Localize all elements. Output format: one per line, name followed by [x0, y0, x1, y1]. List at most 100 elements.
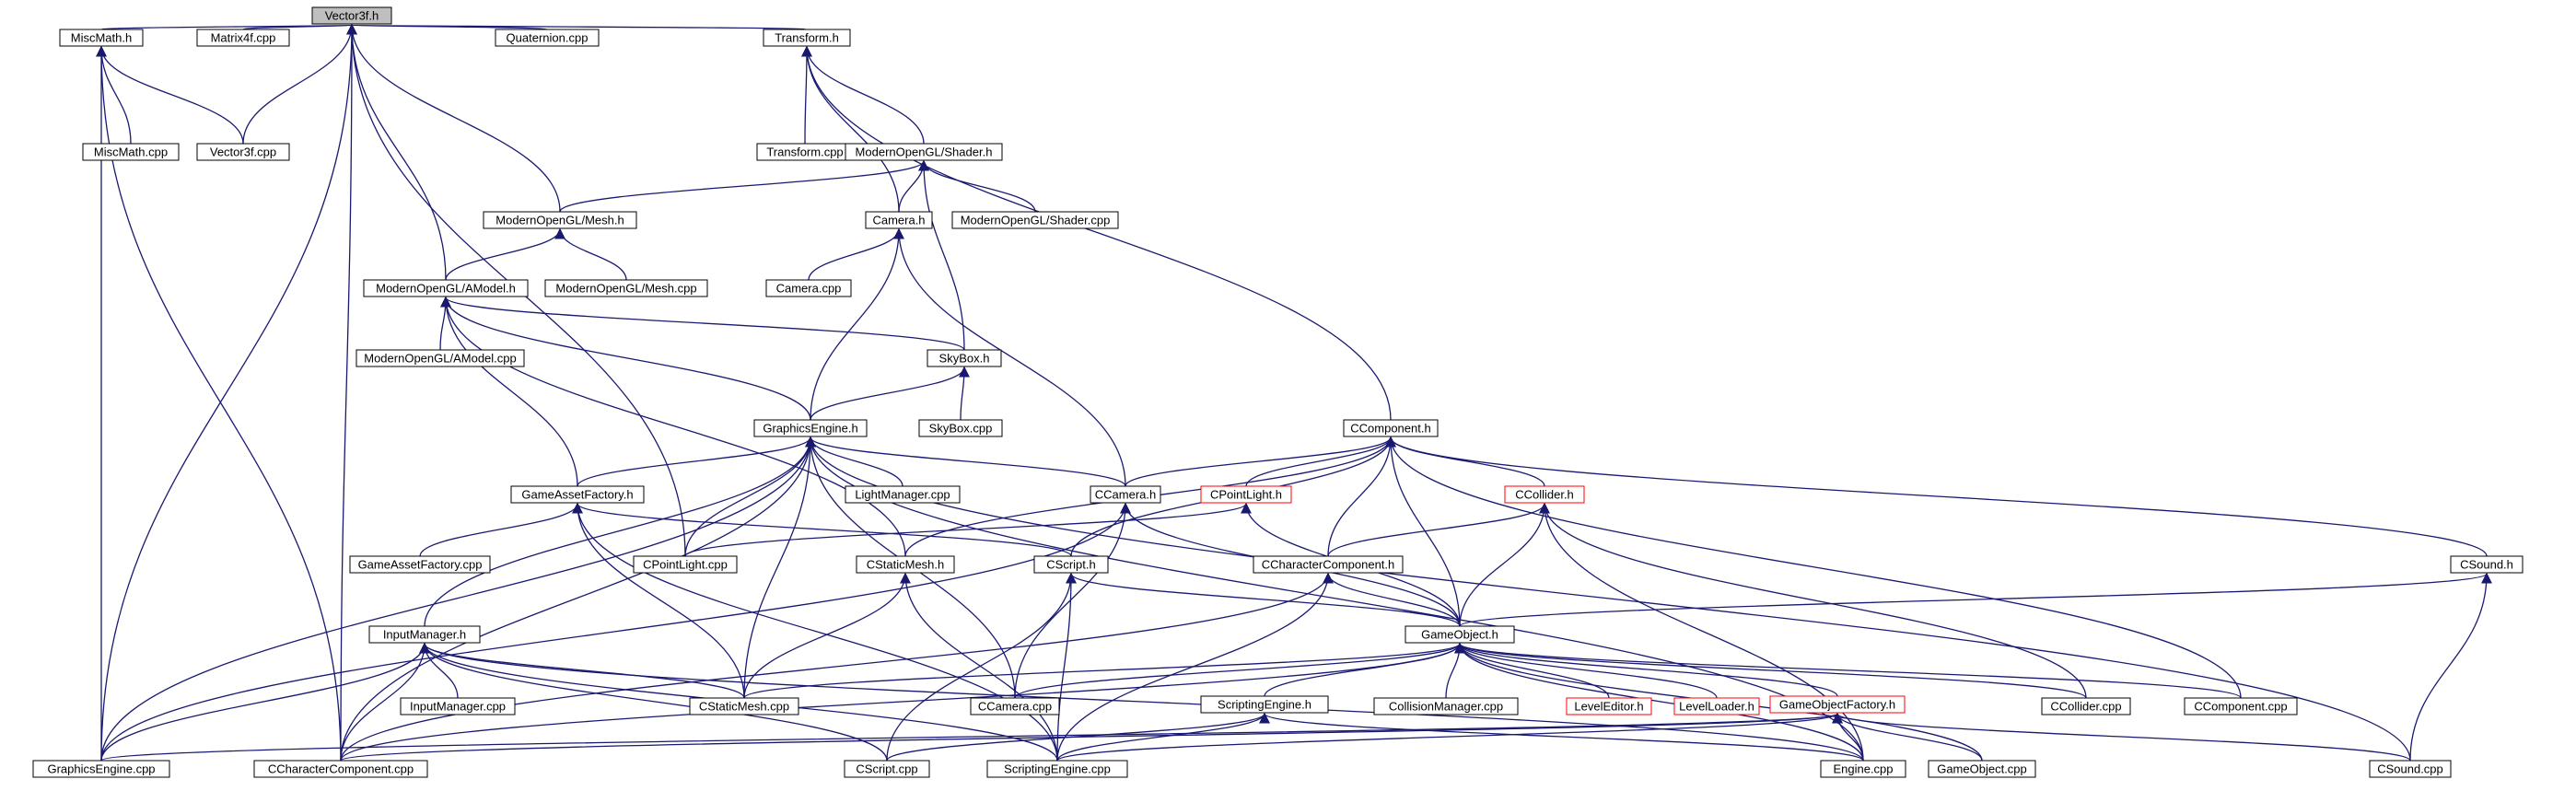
node-label: GraphicsEngine.h	[763, 422, 857, 436]
edge-cstaticmesh-cpp-to-graphicsengine-h	[743, 436, 816, 699]
node-camera-cpp[interactable]: Camera.cpp	[765, 279, 852, 297]
node-cpointlight-h[interactable]: CPointLight.h	[1200, 485, 1292, 504]
node-gameobject-cpp[interactable]: GameObject.cpp	[1928, 760, 2036, 778]
node-ccharactercomponent-cpp[interactable]: CCharacterComponent.cpp	[253, 760, 428, 778]
edge-scriptingengine-cpp-to-cscript-h	[1056, 572, 1077, 762]
edge-skybox-h-to-shader-h	[918, 159, 965, 351]
node-camera-h[interactable]: Camera.h	[865, 211, 933, 229]
node-levelloader-h[interactable]: LevelLoader.h	[1673, 697, 1760, 715]
edge-ccomponent-cpp-to-gameobject-h	[1454, 642, 2242, 699]
node-box	[1673, 697, 1760, 715]
node-label: CStaticMesh.h	[867, 558, 945, 572]
node-box	[495, 29, 600, 47]
node-quaternion-cpp[interactable]: Quaternion.cpp	[495, 29, 600, 47]
node-ccharactercomponent-h[interactable]: CCharacterComponent.h	[1253, 555, 1404, 574]
node-cscript-cpp[interactable]: CScript.cpp	[844, 760, 930, 778]
node-mesh-cpp[interactable]: ModernOpenGL/Mesh.cpp	[544, 279, 708, 297]
edge-ccharactercomponent-cpp-to-miscmath-h	[96, 45, 342, 762]
node-vector3f-h[interactable]: Vector3f.h	[311, 6, 392, 25]
node-box	[196, 143, 290, 161]
node-box	[1033, 555, 1109, 574]
edge-engine-cpp-to-gameobject-h	[1454, 642, 1864, 762]
edge-cscript-cpp-to-cscript-h	[886, 572, 1077, 762]
edge-scriptingengine-cpp-to-scriptingengine-h	[1056, 712, 1270, 762]
node-transform-h[interactable]: Transform.h	[763, 29, 851, 47]
node-miscmath-cpp[interactable]: MiscMath.cpp	[82, 143, 180, 161]
node-box	[763, 29, 851, 47]
edge-cpointlight-cpp-to-cpointlight-h	[684, 502, 1252, 557]
node-miscmath-h[interactable]: MiscMath.h	[59, 29, 144, 47]
node-skybox-h[interactable]: SkyBox.h	[927, 349, 1002, 367]
node-label: CCollider.cpp	[2050, 700, 2121, 714]
edge-ccamera-h-to-graphicsengine-h	[805, 436, 1126, 487]
node-inputmanager-h[interactable]: InputManager.h	[368, 625, 481, 644]
node-gameobject-h[interactable]: GameObject.h	[1405, 625, 1515, 644]
node-graphicsengine-h[interactable]: GraphicsEngine.h	[753, 419, 868, 437]
edge-camera-h-to-shader-h	[898, 159, 929, 213]
edge-ccharactercomponent-h-to-ccollider-h	[1327, 502, 1550, 557]
node-cpointlight-cpp[interactable]: CPointLight.cpp	[633, 555, 738, 574]
node-box	[1090, 485, 1161, 504]
edge-mesh-cpp-to-mesh-h	[554, 227, 627, 281]
node-gameassetfactory-h[interactable]: GameAssetFactory.h	[510, 485, 645, 504]
node-box	[1504, 485, 1585, 504]
node-label: Camera.cpp	[776, 282, 842, 296]
node-lightmanager-cpp[interactable]: LightManager.cpp	[845, 485, 961, 504]
node-cstaticmesh-h[interactable]: CStaticMesh.h	[856, 555, 955, 574]
edge-cpointlight-h-to-ccomponent-h	[1245, 436, 1396, 487]
node-amodel-cpp[interactable]: ModernOpenGL/AModel.cpp	[356, 349, 525, 367]
node-ccollider-cpp[interactable]: CCollider.cpp	[2041, 697, 2131, 715]
node-box	[845, 143, 1003, 161]
edge-gameobject-h-to-cscript-h	[1066, 572, 1461, 627]
node-shader-h[interactable]: ModernOpenGL/Shader.h	[845, 143, 1003, 161]
node-box	[1928, 760, 2036, 778]
node-engine-cpp[interactable]: Engine.cpp	[1820, 760, 1906, 778]
node-transform-cpp[interactable]: Transform.cpp	[756, 143, 854, 161]
node-cscript-h[interactable]: CScript.h	[1033, 555, 1109, 574]
node-collisionmanager-cpp[interactable]: CollisionManager.cpp	[1373, 697, 1519, 715]
edge-ccamera-cpp-to-gameobject-h	[1014, 642, 1465, 699]
node-ccomponent-cpp[interactable]: CComponent.cpp	[2184, 697, 2298, 715]
node-mesh-h[interactable]: ModernOpenGL/Mesh.h	[483, 211, 637, 229]
node-box	[82, 143, 180, 161]
node-gameassetfactory-cpp[interactable]: GameAssetFactory.cpp	[349, 555, 491, 574]
node-scriptingengine-h[interactable]: ScriptingEngine.h	[1200, 695, 1329, 714]
node-ccamera-cpp[interactable]: CCamera.cpp	[970, 697, 1060, 715]
node-csound-h[interactable]: CSound.h	[2450, 555, 2524, 574]
edge-gameassetfactory-h-to-graphicsengine-h	[577, 436, 816, 487]
node-box	[2041, 697, 2131, 715]
node-shader-cpp[interactable]: ModernOpenGL/Shader.cpp	[951, 211, 1119, 229]
node-leveleditor-h[interactable]: LevelEditor.h	[1566, 697, 1652, 715]
edge-gameobject-cpp-to-gameobjectfactory-h	[1832, 712, 1983, 762]
node-csound-cpp[interactable]: CSound.cpp	[2369, 760, 2452, 778]
edge-ccomponent-cpp-to-ccomponent-h	[1385, 436, 2242, 699]
node-graphicsengine-cpp[interactable]: GraphicsEngine.cpp	[32, 760, 170, 778]
node-box	[918, 419, 1003, 437]
node-scriptingengine-cpp[interactable]: ScriptingEngine.cpp	[986, 760, 1128, 778]
node-label: CCharacterComponent.cpp	[268, 762, 414, 776]
node-gameobjectfactory-h[interactable]: GameObjectFactory.h	[1769, 695, 1906, 714]
node-ccomponent-h[interactable]: CComponent.h	[1343, 419, 1439, 437]
edge-skybox-cpp-to-skybox-h	[959, 366, 970, 421]
edge-cpointlight-cpp-to-graphicsengine-h	[684, 436, 816, 557]
node-box	[510, 485, 645, 504]
edge-transform-h-to-vector3f-h	[349, 23, 808, 36]
node-box	[253, 760, 428, 778]
edge-cstaticmesh-cpp-to-cstaticmesh-h	[743, 572, 911, 699]
node-skybox-cpp[interactable]: SkyBox.cpp	[918, 419, 1003, 437]
node-inputmanager-cpp[interactable]: InputManager.cpp	[400, 697, 516, 715]
node-label: CCamera.cpp	[978, 700, 1052, 714]
node-label: GraphicsEngine.cpp	[47, 762, 155, 776]
node-ccamera-h[interactable]: CCamera.h	[1090, 485, 1161, 504]
node-box	[865, 211, 933, 229]
edge-miscmath-h-to-vector3f-h	[100, 23, 356, 36]
node-box	[844, 760, 930, 778]
node-label: CSound.h	[2460, 558, 2513, 572]
node-ccollider-h[interactable]: CCollider.h	[1504, 485, 1585, 504]
node-label: InputManager.cpp	[410, 700, 506, 714]
node-amodel-h[interactable]: ModernOpenGL/AModel.h	[363, 279, 529, 297]
node-vector3f-cpp[interactable]: Vector3f.cpp	[196, 143, 290, 161]
node-cstaticmesh-cpp[interactable]: CStaticMesh.cpp	[689, 697, 799, 715]
edge-csound-cpp-to-csound-h	[2409, 572, 2492, 762]
node-matrix4f-cpp[interactable]: Matrix4f.cpp	[196, 29, 290, 47]
